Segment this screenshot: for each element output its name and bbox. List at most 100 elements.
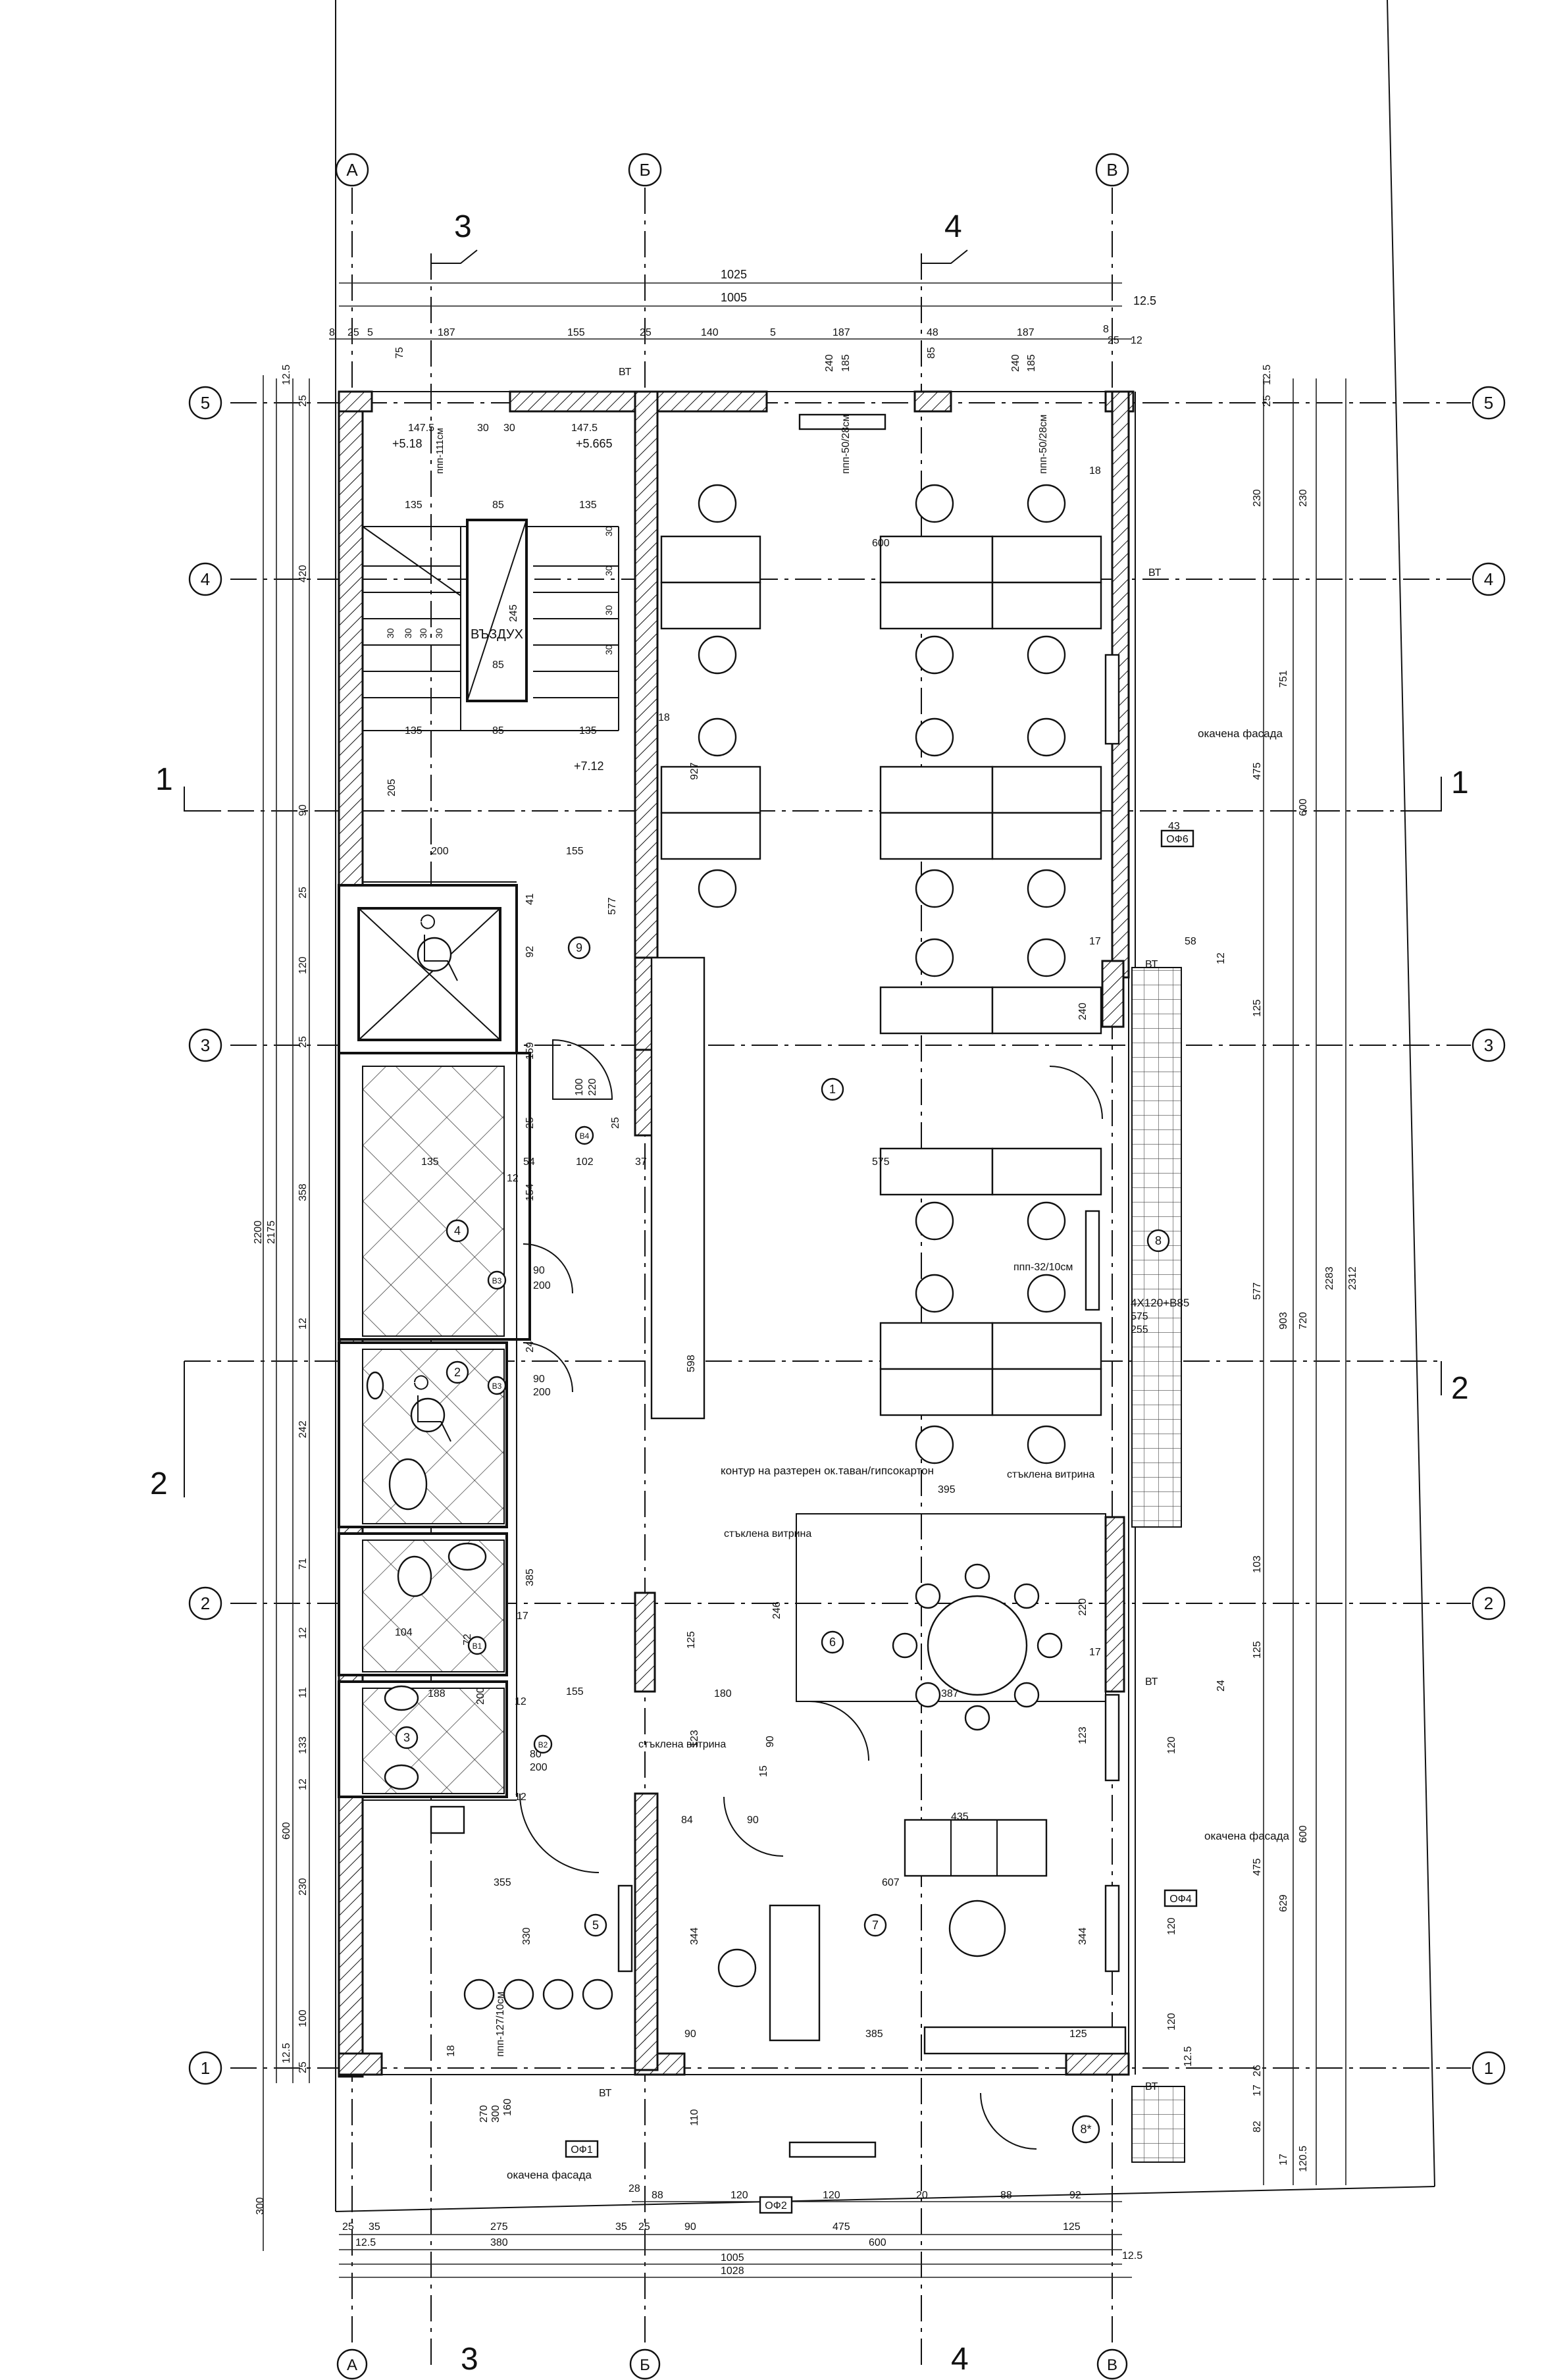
svg-text:159: 159 (525, 1042, 536, 1060)
svg-text:18: 18 (1089, 465, 1101, 477)
section-marker-4-bottom: 4 (951, 2342, 969, 2377)
dimension-chain-bottom: 25 35 275 35 25 90 475 125 12.5 380 600 … (339, 2183, 1142, 2278)
svg-text:1005: 1005 (721, 291, 747, 304)
svg-text:4: 4 (1484, 569, 1493, 589)
svg-text:380: 380 (490, 2237, 508, 2248)
svg-text:30: 30 (385, 628, 396, 638)
svg-text:окачена фасада: окачена фасада (1204, 1830, 1290, 1842)
svg-text:35: 35 (615, 2221, 627, 2233)
svg-text:85: 85 (492, 725, 504, 737)
svg-text:12: 12 (515, 1696, 526, 1707)
svg-text:275: 275 (490, 2221, 508, 2233)
svg-text:12.5: 12.5 (281, 365, 292, 385)
room-numbers: 1 2 3 4 5 6 7 8 8* 9 (395, 936, 1170, 2144)
svg-text:В2: В2 (538, 1740, 548, 1749)
svg-text:11: 11 (297, 1687, 309, 1698)
room-7-furniture (717, 1819, 1127, 2055)
svg-text:577: 577 (1252, 1282, 1263, 1300)
svg-text:8: 8 (1103, 324, 1109, 335)
svg-text:90: 90 (765, 1736, 776, 1747)
svg-text:5: 5 (1484, 393, 1493, 413)
axis-row-2-right: 2 (1472, 1586, 1506, 1620)
svg-text:1025: 1025 (721, 268, 747, 281)
svg-text:43: 43 (1168, 821, 1180, 832)
interior-dimensions: 600 18 927 18 575 54 102 37 135 12 154 1… (395, 465, 1227, 2126)
svg-text:ппп-32/10см: ппп-32/10см (1013, 1262, 1073, 1273)
svg-text:187: 187 (1017, 327, 1035, 338)
svg-text:187: 187 (438, 327, 455, 338)
svg-text:35: 35 (369, 2221, 380, 2233)
svg-text:ВТ: ВТ (1148, 567, 1162, 579)
svg-text:ВТ: ВТ (619, 367, 632, 378)
svg-text:стъклена витрина: стъклена витрина (638, 1739, 726, 1750)
svg-text:17: 17 (1252, 2084, 1263, 2096)
svg-text:185: 185 (840, 354, 852, 372)
svg-text:90: 90 (747, 1815, 759, 1826)
svg-text:4: 4 (454, 1224, 461, 1237)
svg-text:751: 751 (1278, 670, 1289, 688)
svg-text:12: 12 (297, 1318, 309, 1330)
svg-text:5: 5 (592, 1919, 599, 1932)
svg-text:30: 30 (603, 526, 614, 536)
svg-text:15: 15 (758, 1765, 769, 1777)
svg-text:160: 160 (502, 2098, 513, 2116)
svg-text:220: 220 (1077, 1598, 1089, 1616)
svg-text:92: 92 (1069, 2190, 1081, 2201)
svg-text:1005: 1005 (721, 2252, 744, 2264)
svg-text:26: 26 (1252, 2065, 1263, 2077)
svg-text:92: 92 (525, 946, 536, 958)
svg-text:82: 82 (1252, 2121, 1263, 2133)
axis-row-5-right: 5 (1472, 386, 1506, 420)
svg-text:ппп-50/28см: ппп-50/28см (840, 415, 852, 474)
svg-text:358: 358 (297, 1183, 309, 1201)
svg-text:3: 3 (454, 209, 472, 244)
svg-text:255: 255 (1131, 1324, 1148, 1335)
svg-text:5: 5 (367, 327, 373, 338)
svg-text:140: 140 (701, 327, 719, 338)
axis-row-4-left: 4 (188, 562, 222, 596)
svg-text:2: 2 (201, 1593, 210, 1613)
svg-text:48: 48 (927, 327, 938, 338)
svg-text:2312: 2312 (1347, 1266, 1358, 1290)
svg-text:88: 88 (1000, 2190, 1012, 2201)
svg-text:270: 270 (478, 2105, 490, 2123)
svg-text:395: 395 (938, 1484, 956, 1495)
svg-text:84: 84 (681, 1815, 693, 1826)
svg-text:240: 240 (1010, 354, 1021, 372)
svg-text:629: 629 (1278, 1894, 1289, 1912)
svg-text:17: 17 (517, 1611, 528, 1622)
axis-column-A-bottom: А (336, 2348, 368, 2380)
axis-row-3-left: 3 (188, 1028, 222, 1062)
svg-text:188: 188 (428, 1688, 446, 1699)
svg-text:25: 25 (610, 1117, 621, 1129)
svg-text:1: 1 (201, 2058, 210, 2078)
svg-text:12.5: 12.5 (1262, 365, 1273, 385)
svg-text:123: 123 (689, 1730, 700, 1747)
svg-text:385: 385 (865, 2029, 883, 2040)
svg-text:ппп-50/28см: ппп-50/28см (1038, 415, 1049, 474)
svg-text:ВТ: ВТ (1145, 1676, 1158, 1688)
svg-text:200: 200 (475, 1687, 486, 1705)
svg-text:28: 28 (628, 2183, 640, 2194)
svg-text:187: 187 (833, 327, 850, 338)
svg-text:344: 344 (689, 1927, 700, 1945)
svg-text:ВТ: ВТ (599, 2088, 612, 2099)
svg-text:37: 37 (635, 1156, 647, 1168)
svg-text:200: 200 (530, 1762, 548, 1773)
svg-text:240: 240 (824, 354, 835, 372)
svg-text:+7.12: +7.12 (574, 760, 604, 773)
notes: окачена фасада окачена фасада окачена фа… (507, 727, 1290, 2181)
svg-text:200: 200 (533, 1387, 551, 1398)
svg-text:24: 24 (525, 1341, 536, 1353)
svg-text:230: 230 (297, 1878, 309, 1896)
svg-text:25: 25 (342, 2221, 354, 2233)
section-marker-2-right: 2 (1441, 1361, 1469, 1406)
svg-text:1: 1 (1484, 2058, 1493, 2078)
svg-text:135: 135 (579, 500, 597, 511)
level-marks: +5.18 +5.665 +7.12 (392, 437, 613, 773)
section-marker-1-left: 1 (155, 762, 217, 812)
svg-text:25: 25 (297, 887, 309, 898)
svg-text:575: 575 (872, 1156, 890, 1168)
axis-row-1-right: 1 (1472, 2051, 1506, 2085)
svg-text:24: 24 (1216, 1680, 1227, 1692)
